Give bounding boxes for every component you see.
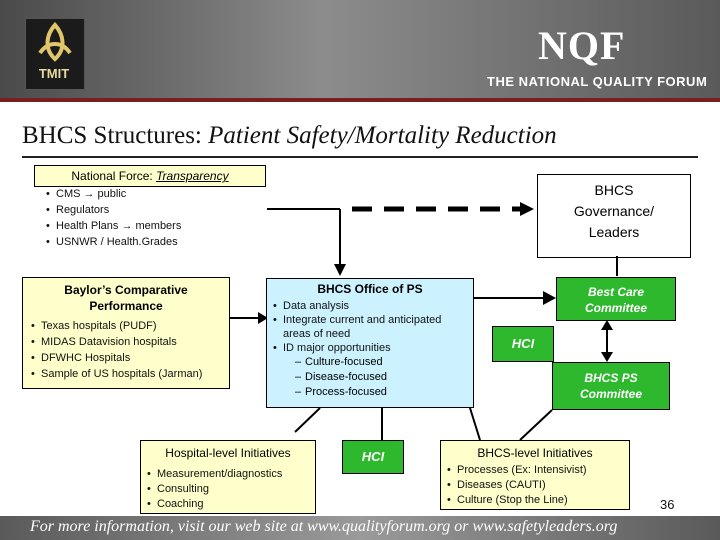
- office-ps-box: BHCS Office of PS Data analysis Integrat…: [266, 278, 474, 408]
- list-item: Culture (Stop the Line): [445, 493, 625, 508]
- office-ps-sublist: Culture-focused Disease-focused Process-…: [267, 355, 473, 400]
- page-number: 36: [660, 497, 675, 512]
- national-force-header: National Force: Transparency: [34, 165, 266, 187]
- baylor-box: Baylor’s Comparative Performance Texas h…: [22, 277, 230, 389]
- list-item: Consulting: [145, 482, 311, 497]
- header-banner: [0, 0, 720, 98]
- list-item: CMS → public: [44, 186, 274, 202]
- list-item: Regulators: [44, 202, 274, 218]
- connector-office-hospital: [294, 407, 321, 433]
- governance-box: BHCS Governance/ Leaders: [537, 174, 691, 258]
- bhcs-initiatives-box: BHCS-level Initiatives Processes (Ex: In…: [440, 440, 630, 510]
- list-item: Processes (Ex: Intensivist): [445, 463, 625, 478]
- list-item: ID major opportunities: [271, 341, 469, 355]
- trinity-knot-icon: [38, 22, 72, 62]
- header-divider: [0, 98, 720, 102]
- arrow-right-icon: →: [121, 220, 133, 232]
- bhcs-initiatives-list: Processes (Ex: Intensivist) Diseases (CA…: [441, 461, 629, 508]
- list-item: MIDAS Datavision hospitals: [29, 334, 223, 350]
- arrowhead-down-ps: [601, 352, 613, 362]
- logo-label: TMIT: [38, 66, 70, 81]
- arrow-right-icon: →: [83, 188, 95, 200]
- list-item: Texas hospitals (PUDF): [29, 318, 223, 334]
- hospital-initiatives-list: Measurement/diagnostics Consulting Coach…: [141, 461, 315, 512]
- list-item: Culture-focused: [295, 355, 473, 370]
- hci-box-right: HCI: [492, 326, 554, 362]
- arrowhead-governance: [520, 202, 534, 216]
- list-item: Health Plans → members: [44, 218, 274, 234]
- list-item: Integrate current and anticipated areas …: [271, 313, 469, 341]
- list-item: Sample of US hospitals (Jarman): [29, 366, 223, 382]
- arrowhead-office: [334, 264, 346, 276]
- baylor-list: Texas hospitals (PUDF) MIDAS Datavision …: [23, 314, 229, 382]
- list-item: Data analysis: [271, 299, 469, 313]
- list-item: Process-focused: [295, 385, 473, 400]
- ps-committee-box: BHCS PS Committee: [552, 362, 670, 410]
- national-force-list: CMS → public Regulators Health Plans → m…: [44, 186, 274, 250]
- hospital-initiatives-box: Hospital-level Initiatives Measurement/d…: [140, 440, 316, 514]
- connector-ps-bhcsinit: [519, 409, 553, 441]
- title-divider: [22, 156, 698, 158]
- arrowhead-bestcare: [543, 291, 556, 305]
- list-item: DFWHC Hospitals: [29, 350, 223, 366]
- tmit-logo: [25, 18, 85, 90]
- arrowhead-up-bestcare: [601, 320, 613, 330]
- org-name: NQF: [538, 23, 626, 68]
- list-item: Coaching: [145, 497, 311, 512]
- list-item: USNWR / Health.Grades: [44, 234, 274, 250]
- list-item: Measurement/diagnostics: [145, 467, 311, 482]
- footer-link-text[interactable]: For more information, visit our web site…: [30, 518, 618, 535]
- slide-title: BHCS Structures: Patient Safety/Mortalit…: [22, 122, 557, 149]
- list-item: Disease-focused: [295, 370, 473, 385]
- hci-box-bottom: HCI: [342, 440, 404, 474]
- arrowhead-baylor: [258, 312, 268, 324]
- connector-office-bhcsinit: [469, 407, 481, 441]
- footer-banner: [0, 516, 720, 540]
- list-item: Diseases (CAUTI): [445, 478, 625, 493]
- office-ps-list: Data analysis Integrate current and anti…: [267, 297, 473, 355]
- org-subtitle: THE NATIONAL QUALITY FORUM: [487, 74, 708, 89]
- best-care-committee-box: Best Care Committee: [556, 277, 676, 321]
